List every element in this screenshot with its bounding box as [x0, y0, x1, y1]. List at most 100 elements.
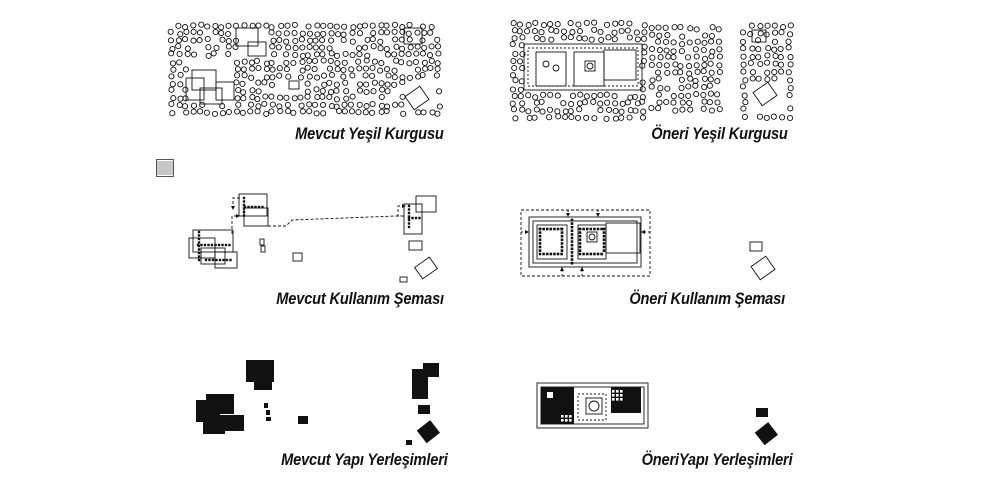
walkway-marker [407, 211, 411, 215]
walkway-marker [578, 249, 582, 252]
walkway-marker [197, 251, 201, 255]
tree-icon [741, 92, 748, 99]
tree-icon [290, 59, 297, 67]
tree-icon [370, 88, 377, 95]
tree-canopy-group [167, 21, 443, 117]
tree-icon [560, 100, 567, 107]
building-outline [192, 229, 234, 253]
proposal-use-panel: Öneri Kullanım Şeması [500, 160, 1000, 320]
tree-icon [611, 93, 618, 100]
tree-icon [434, 110, 441, 117]
tree-icon [618, 27, 625, 35]
walkway-marker [600, 252, 603, 256]
tree-icon [748, 22, 755, 29]
tree-icon [349, 93, 356, 100]
tree-icon [687, 106, 694, 113]
walkway-marker [407, 208, 411, 211]
tree-icon [686, 39, 693, 46]
walkway-marker [210, 243, 214, 247]
tree-icon [336, 107, 343, 115]
building-footprint [541, 387, 574, 424]
tree-icon [240, 89, 247, 96]
walkway-marker [570, 261, 574, 265]
walkway-marker [407, 218, 411, 222]
tree-icon [249, 65, 256, 72]
site-frame [528, 216, 642, 268]
tree-icon [341, 59, 348, 66]
tree-icon [406, 74, 413, 81]
tree-icon [327, 57, 334, 64]
tree-icon [168, 50, 175, 57]
existing-buildings-panel: Mevcut Yapı Yerleşimleri [0, 320, 500, 500]
tree-icon [364, 36, 371, 43]
tree-icon [283, 51, 290, 58]
tree-icon [204, 35, 211, 43]
tree-icon [247, 101, 255, 108]
tree-icon [320, 110, 327, 117]
tree-icon [190, 22, 197, 29]
tree-icon [540, 22, 548, 29]
tree-icon [297, 74, 304, 81]
walkway-marker [602, 238, 606, 242]
tree-icon [677, 63, 684, 70]
tree-icon [407, 44, 414, 51]
tree-icon [509, 41, 516, 48]
tree-icon [384, 88, 391, 95]
tree-icon [313, 110, 320, 117]
tree-icon [707, 90, 714, 97]
tree-icon [268, 24, 275, 31]
tree-icon [283, 38, 290, 45]
walkway-marker [538, 252, 542, 256]
tree-icon [169, 60, 177, 67]
tree-icon [554, 21, 561, 28]
tree-icon [422, 65, 429, 72]
tree-icon [190, 37, 197, 44]
tree-icon [554, 108, 561, 115]
arrow-icon [560, 267, 564, 271]
tree-icon [219, 36, 226, 43]
tree-icon [177, 95, 184, 102]
arrow-icon [231, 206, 235, 210]
walkway-marker [556, 252, 560, 256]
tree-icon [657, 54, 664, 61]
tree-icon [634, 100, 641, 107]
walkway-marker [553, 227, 556, 231]
tree-icon [248, 74, 255, 81]
tree-icon [285, 73, 292, 80]
walkway-marker [229, 258, 232, 262]
walkway-marker [197, 237, 201, 241]
tree-icon [618, 114, 625, 121]
tree-icon [678, 92, 685, 99]
tree-icon [764, 59, 771, 66]
tree-icon [306, 101, 313, 108]
walkway-marker [589, 252, 593, 256]
tree-icon [169, 81, 176, 88]
tree-icon [679, 106, 686, 113]
walkway-marker [578, 242, 582, 245]
tree-icon [648, 45, 656, 53]
tree-icon [631, 93, 638, 100]
walkway-marker [203, 243, 207, 247]
walkway-marker [602, 245, 606, 249]
tree-icon [275, 30, 282, 37]
tree-icon [708, 53, 715, 60]
tree-icon [583, 114, 590, 121]
tree-icon [414, 43, 421, 50]
tree-icon [176, 50, 183, 58]
walkway-marker [254, 205, 257, 209]
tree-icon [398, 101, 405, 108]
building-outline [260, 245, 266, 253]
tree-icon [701, 75, 709, 82]
tree-icon [225, 108, 232, 116]
building-outline [751, 29, 767, 43]
tree-icon [383, 45, 390, 53]
tree-icon [348, 66, 355, 73]
tree-icon [664, 69, 671, 76]
building-outline [408, 240, 423, 251]
tree-icon [741, 113, 748, 121]
existing-green-panel: Mevcut Yeşil Kurgusu [0, 0, 500, 160]
walkway-marker [602, 249, 606, 252]
tree-icon [740, 45, 747, 52]
tree-icon [254, 96, 261, 103]
tree-icon [626, 114, 633, 121]
